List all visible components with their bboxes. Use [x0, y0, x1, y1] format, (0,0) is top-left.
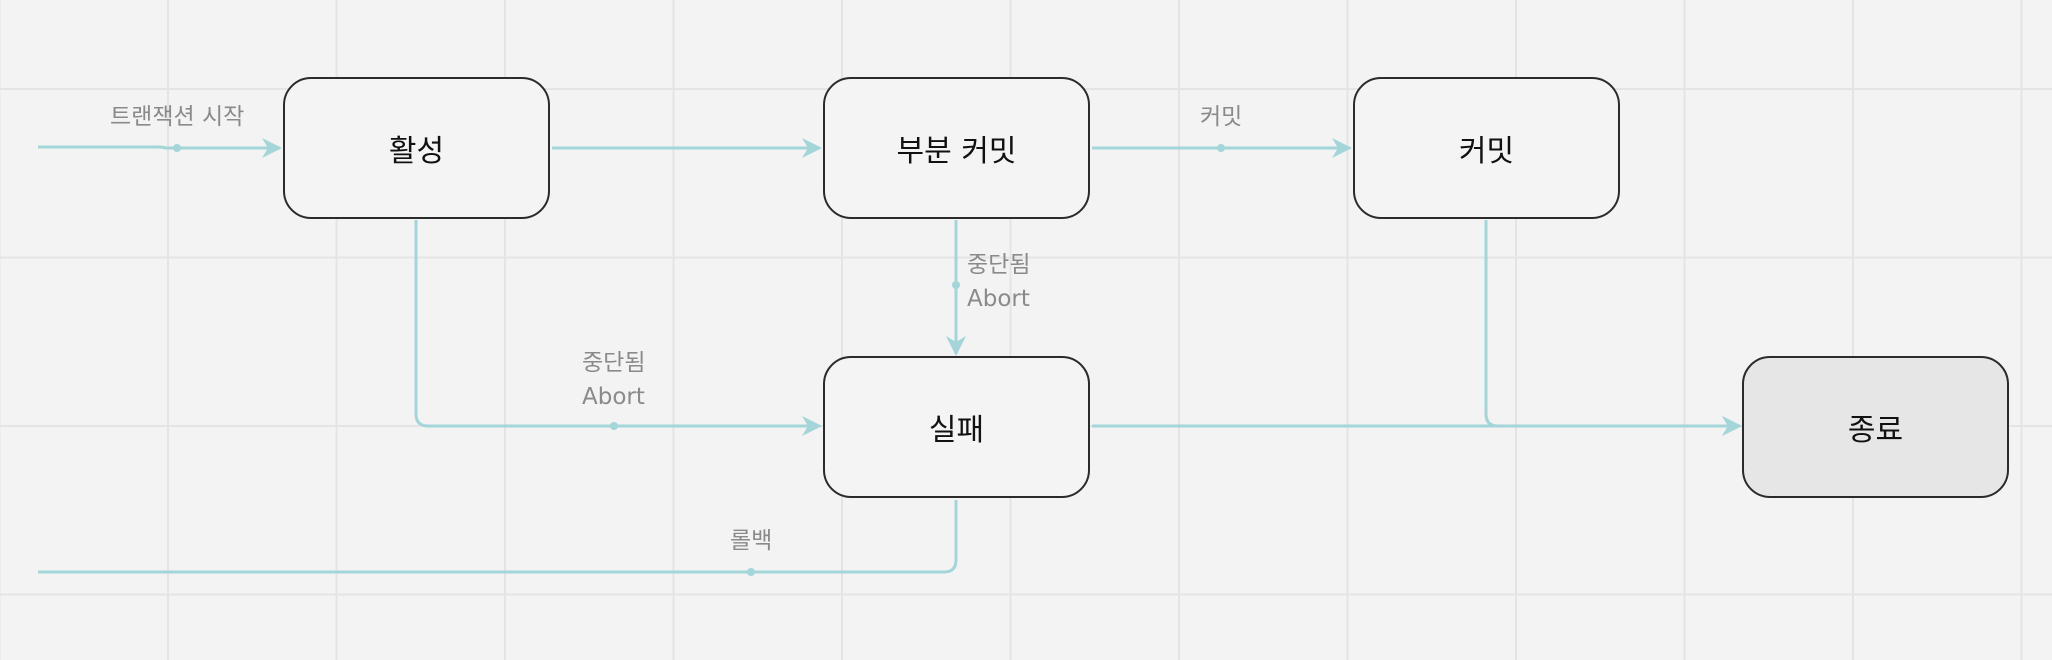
node-committed[interactable]: 커밋	[1353, 77, 1620, 219]
edge-midpoint-dot	[952, 281, 960, 289]
edge-midpoint-dot	[173, 144, 181, 152]
label-partial-abort: 중단됨 Abort	[967, 252, 1031, 312]
edge-rollback	[38, 500, 958, 574]
node-terminated[interactable]: 종료	[1742, 356, 2009, 498]
label-active-abort: 중단됨 Abort	[582, 350, 646, 410]
edge-active-to-failed	[414, 220, 822, 436]
label-transaction-start: 트랜잭션 시작	[110, 104, 245, 130]
edge-midpoint-dot	[610, 422, 618, 430]
edge-midpoint-dot	[1217, 144, 1225, 152]
label-rollback: 롤백	[730, 528, 773, 554]
node-active[interactable]: 활성	[283, 77, 550, 219]
label-commit: 커밋	[1200, 104, 1243, 130]
edge-midpoint-dot	[747, 568, 755, 576]
edge-transaction-start	[38, 138, 282, 158]
node-failed[interactable]: 실패	[823, 356, 1090, 498]
edge-committed-to-terminated	[1484, 220, 1742, 436]
node-partially-committed[interactable]: 부분 커밋	[823, 77, 1090, 219]
